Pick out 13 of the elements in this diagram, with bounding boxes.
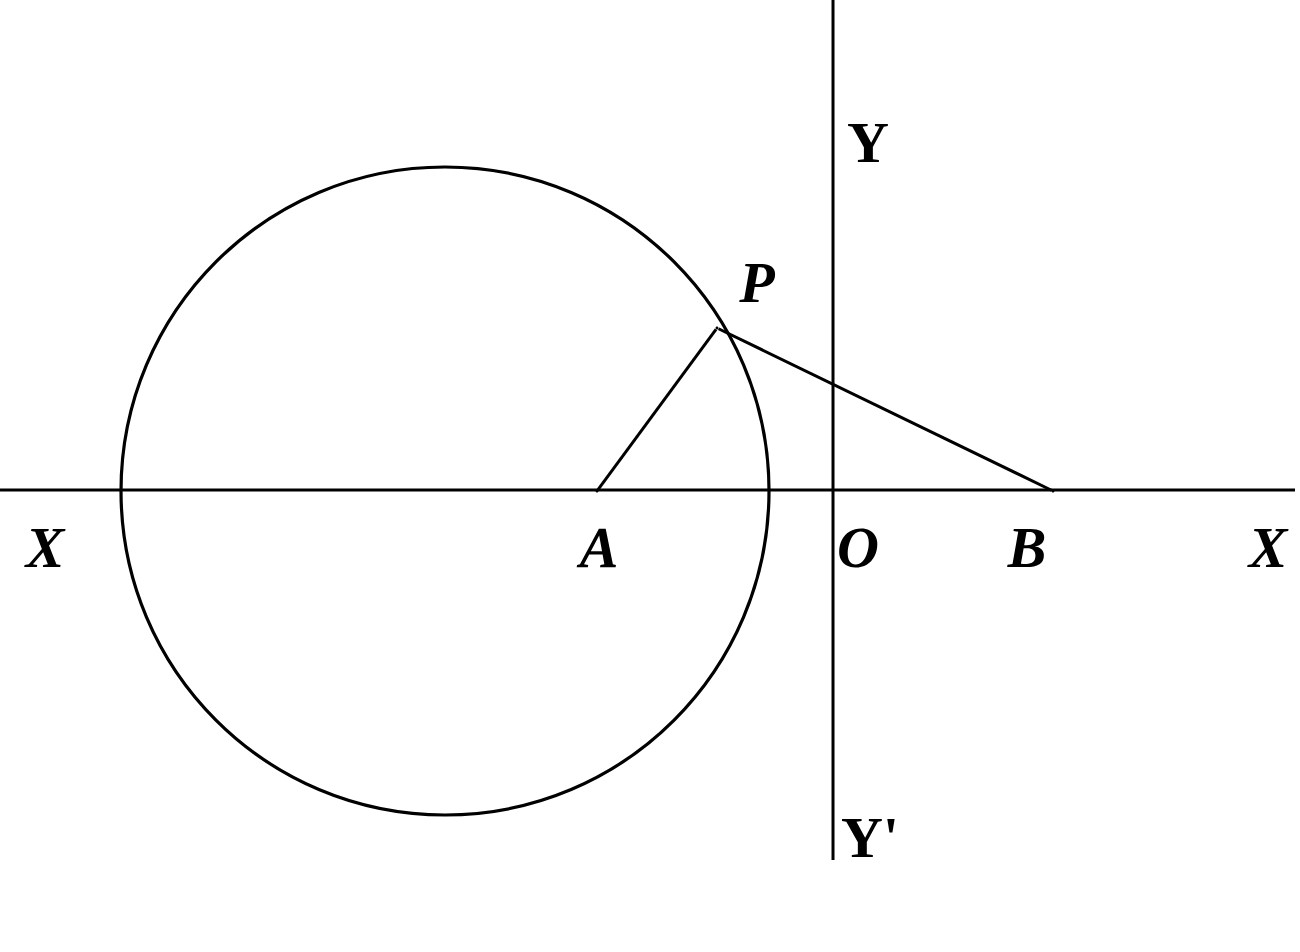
point [715,326,719,330]
point-label: A [576,528,616,568]
line-segment [717,327,1053,492]
point-label: B [1007,528,1045,568]
line-segment [596,328,718,491]
axis-label: X [24,529,66,567]
point [1051,489,1055,493]
axis-label: Y [848,124,888,162]
point [595,489,599,493]
point-label: P [739,264,776,302]
axis-label: O [839,528,878,568]
axis-label: Y' [842,819,895,857]
axis-label: X [1247,529,1289,567]
